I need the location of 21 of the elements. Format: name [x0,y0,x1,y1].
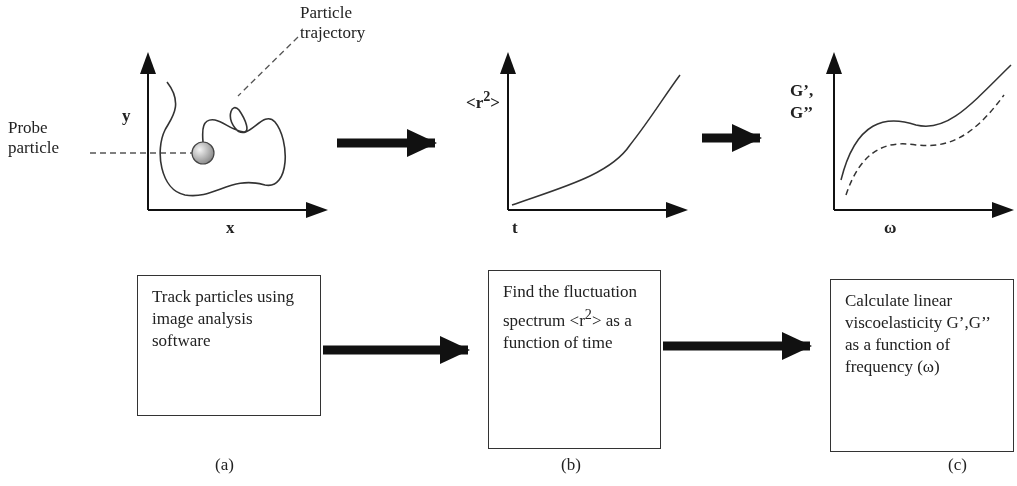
leader-line [89,152,193,154]
axis-label: x [226,218,235,238]
process-box: Calculate linear viscoelasticity G’,G’’ as a function of frequency (ω) [830,279,1014,452]
axis-label: <r$^{2}$> [466,88,500,113]
callout-text: Particle trajectory [300,3,390,43]
axis-label: G’, G’’ [790,80,815,124]
panel-label: (a) [215,455,234,475]
panel-label: (b) [561,455,581,475]
probe-particle [191,141,215,165]
arrow [702,124,762,152]
axis-label: ω [884,218,897,238]
process-box: Find the fluctuation spectrum <r$^{2}$> as a function of time [488,270,661,449]
axis-label: y [122,106,131,126]
callout-text: Probe particle [8,118,88,158]
arrow [337,129,437,157]
process-box: Track particles using image analysis software [137,275,321,416]
arrow [323,336,470,364]
axis-label: t [512,218,518,238]
leader-line [237,36,299,97]
panel-label: (c) [948,455,967,475]
arrow [663,332,812,360]
